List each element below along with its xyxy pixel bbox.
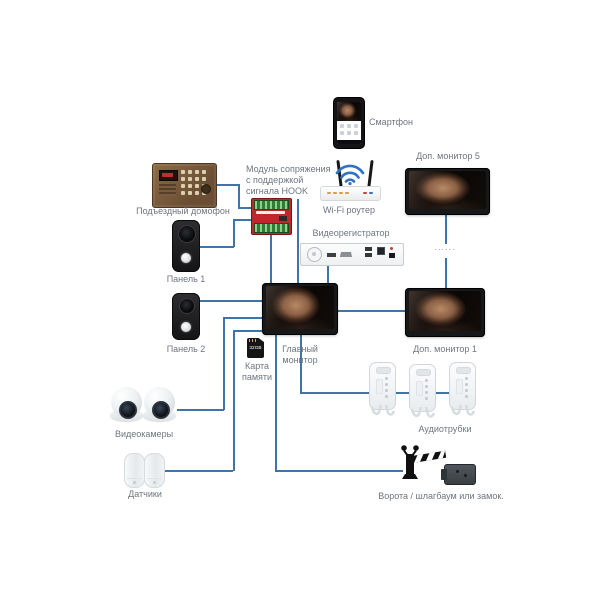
hook-module-label: Модуль сопряжения с поддержкой сигнала H… <box>246 164 331 196</box>
monitor-screen <box>266 286 334 329</box>
panel-call-button <box>181 253 191 263</box>
sd-contacts <box>249 339 258 342</box>
connector-dvr-monitor <box>327 264 329 283</box>
handset-body <box>449 362 476 410</box>
additional-monitor-1-icon <box>405 288 485 337</box>
dvr-usb-port <box>365 253 372 257</box>
camera-lens <box>119 401 137 419</box>
main-monitor-label: Главный монитор <box>282 344 318 365</box>
dvr-lan-port <box>377 247 385 255</box>
intercom-speaker <box>159 184 176 196</box>
additional-monitor-5-icon <box>405 168 490 215</box>
panel-camera-lens <box>179 298 195 314</box>
lock-icon <box>441 464 476 485</box>
panel-2-label: Панель 2 <box>166 344 206 354</box>
smartphone-video-view <box>337 102 361 121</box>
handset-cord <box>450 405 476 416</box>
main-monitor-icon <box>262 283 338 335</box>
memory-card-label: Карта памяти <box>241 361 273 382</box>
connector-main-monitor1 <box>338 310 405 312</box>
dvr-audio-port <box>390 247 393 250</box>
audio-handset-icon <box>448 362 476 420</box>
hook-module-icon <box>251 198 292 235</box>
connector-panel1 <box>233 219 251 221</box>
monitor-1-label: Доп. монитор 1 <box>413 344 477 354</box>
module-sticker <box>256 211 285 214</box>
barrier-gate-icon <box>401 445 447 479</box>
connector-chain-monitor1 <box>445 258 447 288</box>
dvr-icon <box>300 243 404 266</box>
dome-camera-icon <box>110 386 143 424</box>
dvr-fan <box>307 247 322 262</box>
dvr-hdmi-port <box>327 253 336 257</box>
wifi-router-label: Wi-Fi роутер <box>323 205 375 215</box>
connector-sensors <box>163 470 233 472</box>
entrance-intercom-icon <box>152 163 217 208</box>
cameras-label: Видеокамеры <box>114 429 174 439</box>
wifi-router-icon <box>320 186 381 201</box>
panel-call-button <box>181 322 191 332</box>
connector-panel1 <box>200 246 234 248</box>
dvr-vga-port <box>340 252 352 257</box>
dvr-usb-port <box>365 247 372 251</box>
connector-handsets <box>395 392 409 394</box>
connector-cameras <box>223 317 262 319</box>
connector-sensors <box>233 330 235 471</box>
module-terminal-top <box>254 200 289 210</box>
connector-module-monitor <box>270 233 272 283</box>
connector-gate <box>275 335 277 471</box>
audio-handset-icon <box>368 362 396 420</box>
router-antenna <box>367 159 374 188</box>
door-panel-2-icon <box>172 293 200 340</box>
smartphone-label: Смартфон <box>369 117 414 127</box>
connector-gate <box>275 470 403 472</box>
monitor-5-label: Доп. монитор 5 <box>416 151 480 161</box>
monitor-screen <box>409 291 481 331</box>
connector-sensors <box>233 330 262 332</box>
sensors-label: Датчики <box>128 489 162 499</box>
smartphone-icon <box>333 97 365 149</box>
dvr-label: Видеорегистратор <box>312 228 390 238</box>
sd-print: 32GB <box>249 345 262 351</box>
entrance-intercom-label: Подъездный домофон <box>136 206 230 216</box>
handset-body <box>369 362 396 410</box>
connector-cameras <box>177 409 224 411</box>
connector-cameras <box>223 317 225 410</box>
monitor-screen <box>409 171 486 209</box>
panel-1-label: Панель 1 <box>166 274 206 284</box>
handsets-label: Аудиотрубки <box>418 424 472 434</box>
connector-intercom <box>215 184 238 186</box>
panel-camera-lens <box>178 225 196 243</box>
connector-panel2 <box>200 300 262 302</box>
handset-cord <box>370 405 396 416</box>
chain-ellipsis: ...... <box>434 242 456 252</box>
sensor-icon <box>144 453 165 488</box>
module-chip <box>279 216 287 221</box>
connector-router-monitor <box>297 199 299 283</box>
wifi-icon <box>335 164 365 185</box>
connector-intercom <box>238 207 252 209</box>
intercom-display <box>159 170 178 181</box>
connector-handsets <box>300 335 302 393</box>
handset-body <box>409 364 436 412</box>
gate-lock-label: Ворота / шлагбаум или замок. <box>378 491 504 501</box>
memory-card-icon: 32GB <box>247 338 264 358</box>
connector-handsets <box>435 392 449 394</box>
connector-monitor5-chain <box>445 215 447 244</box>
dvr-power-port <box>389 253 395 258</box>
connector-handsets <box>300 392 369 394</box>
intercom-call-button <box>201 184 211 194</box>
handset-cord <box>410 407 436 418</box>
smartphone-app-grid <box>340 124 358 135</box>
camera-lens <box>152 401 170 419</box>
dome-camera-icon <box>143 386 176 424</box>
smartphone-screen <box>337 102 361 144</box>
connector-panel1 <box>233 219 235 247</box>
audio-handset-icon <box>408 364 436 422</box>
connector-intercom <box>238 184 240 208</box>
module-terminal-bottom <box>254 223 289 233</box>
smartphone-nav-bar <box>337 140 361 144</box>
door-panel-1-icon <box>172 220 200 272</box>
sensor-icon <box>124 453 145 488</box>
